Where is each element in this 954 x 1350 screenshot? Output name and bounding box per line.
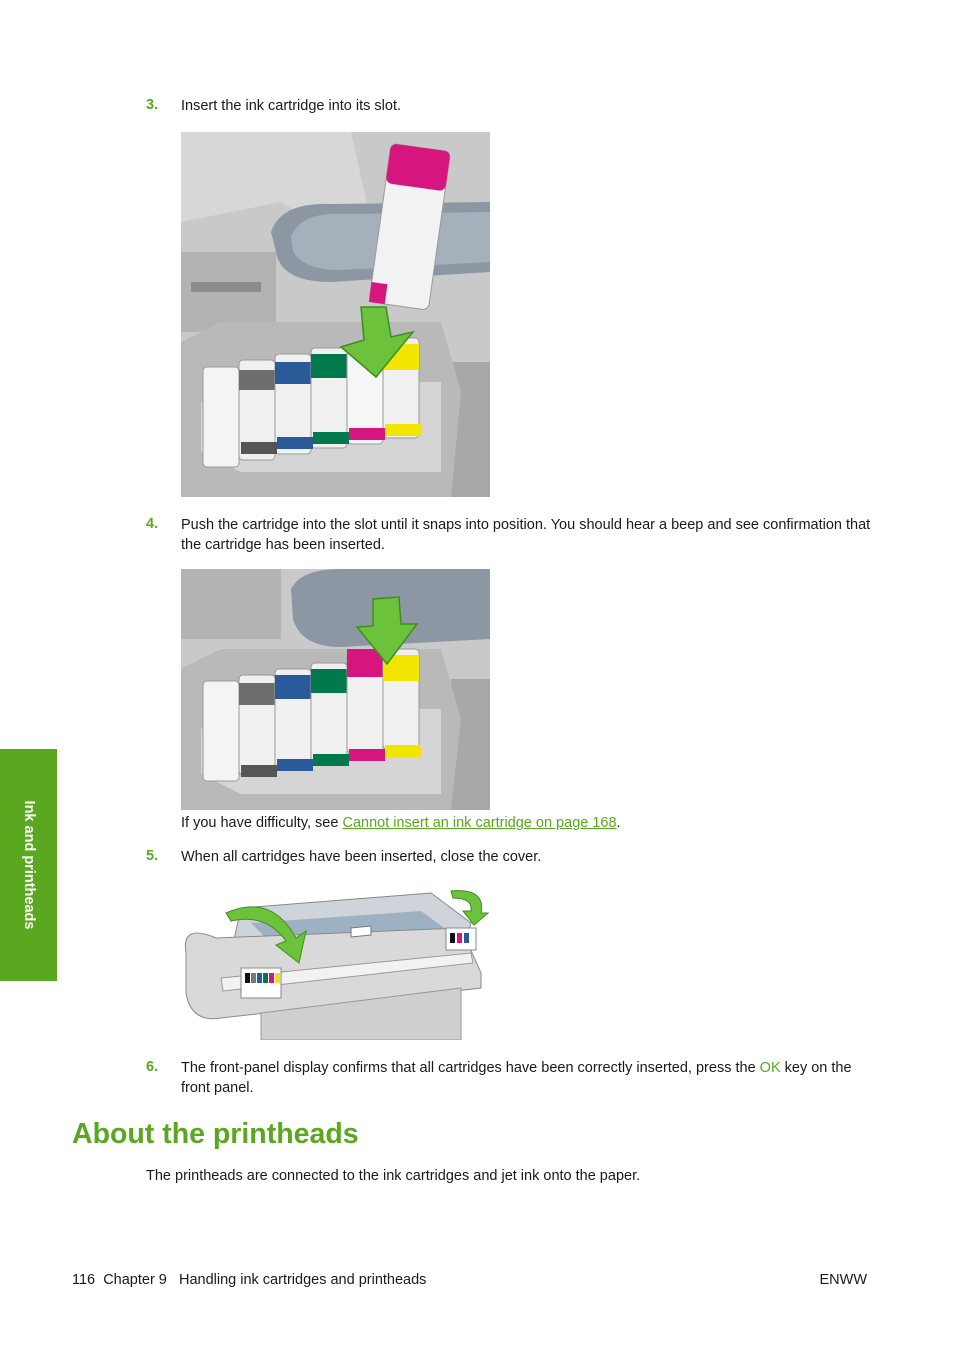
step-6-number: 6. [146, 1059, 159, 1075]
step-5-number: 5. [146, 848, 159, 864]
step-3-text: Insert the ink cartridge into its slot. [181, 98, 402, 114]
footer-chapter-title: Handling ink cartridges and printheads [178, 1272, 427, 1288]
push-cartridge-illustration [181, 569, 490, 810]
side-tab-label: Ink and printheads [20, 800, 37, 930]
difficulty-note: If you have difficulty, see Cannot inser… [181, 814, 871, 834]
step-6-text-after: key on the front panel. [181, 1060, 852, 1096]
left-close-arrow-icon [225, 906, 307, 964]
section-heading: About the printheads [72, 1118, 359, 1150]
footer-chapter: Chapter 9 [103, 1272, 167, 1288]
push-arrow-icon [355, 596, 419, 666]
chapter-side-tab: Ink and printheads [0, 749, 57, 981]
step-5-text: When all cartridges have been inserted, … [181, 849, 542, 865]
insert-arrow-icon [339, 306, 415, 379]
seated-cartridges [202, 648, 421, 782]
page-number: 116 [72, 1272, 96, 1288]
step-4-number: 4. [146, 516, 159, 532]
step-4-text: Push the cartridge into the slot until i… [181, 517, 871, 553]
step-3-number: 3. [146, 97, 159, 113]
difficulty-prefix: If you have difficulty, see [181, 815, 343, 831]
step-6-text: The front-panel display confirms that al… [181, 1059, 871, 1098]
footer-left: 116 Chapter 9 Handling ink cartridges an… [72, 1272, 426, 1288]
ok-key-label: OK [759, 1060, 781, 1076]
difficulty-suffix: . [616, 815, 621, 831]
footer-right: ENWW [819, 1272, 867, 1288]
close-cover-illustration [181, 883, 490, 1040]
cannot-insert-cartridge-link[interactable]: Cannot insert an ink cartridge on page 1… [342, 815, 617, 831]
cartridge-being-inserted [368, 143, 451, 310]
step-6-text-before: The front-panel display confirms that al… [181, 1060, 760, 1076]
installed-cartridges [202, 337, 421, 468]
section-body: The printheads are connected to the ink … [146, 1168, 641, 1184]
right-close-arrow-icon [450, 890, 490, 926]
insert-cartridge-illustration [181, 132, 490, 497]
